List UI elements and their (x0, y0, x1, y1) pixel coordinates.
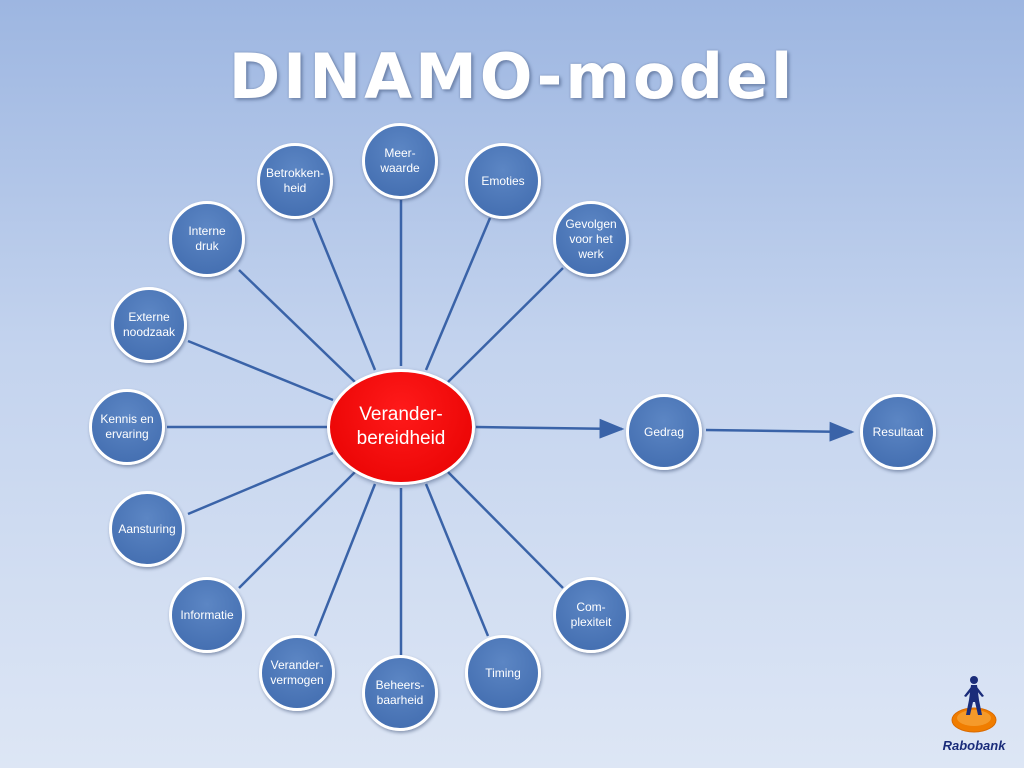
node-label: Beheers- baarheid (375, 678, 425, 707)
node-label: Resultaat (872, 424, 924, 439)
node-aansturing: Aansturing (109, 491, 185, 567)
node-timing: Timing (465, 635, 541, 711)
line-timing (424, 483, 490, 637)
node-externe-noodzaak: Externe noodzaak (111, 287, 187, 363)
rabobank-logo-icon (951, 676, 997, 733)
line-interne-druk (238, 269, 356, 383)
node-label: Com- plexiteit (570, 600, 612, 629)
node-label: Meer- waarde (380, 146, 420, 175)
rabobank-logo-text: Rabobank (942, 738, 1006, 753)
node-kennis: Kennis en ervaring (89, 389, 165, 465)
node-informatie: Informatie (169, 577, 245, 653)
line-emoties (424, 217, 492, 371)
node-label: Gedrag (643, 424, 685, 439)
node-label: Gevolgen voor het werk (565, 216, 617, 261)
node-verandervermogen: Verander- vermogen (259, 635, 335, 711)
node-complexiteit: Com- plexiteit (553, 577, 629, 653)
line-complexiteit (447, 471, 564, 589)
node-meerwaarde: Meer- waarde (362, 123, 438, 199)
line-informatie (238, 471, 356, 589)
node-emoties: Emoties (465, 143, 541, 219)
node-label: Externe noodzaak (122, 310, 176, 339)
node-label: Emoties (481, 173, 525, 188)
arrow-to-resultaat (705, 421, 855, 442)
node-resultaat: Resultaat (860, 394, 936, 470)
page-title: DINAMO-model (228, 40, 796, 113)
node-label: Kennis en ervaring (100, 412, 154, 441)
node-betrokkenheid: Betrokken- heid (257, 143, 333, 219)
line-aansturing (187, 451, 334, 516)
node-gedrag: Gedrag (626, 394, 702, 470)
node-label: Verander- vermogen (270, 658, 324, 687)
node-interne-druk: Interne druk (169, 201, 245, 277)
node-label: Betrokken- heid (265, 166, 325, 195)
arrow-to-gedrag (475, 418, 625, 439)
node-label: Interne druk (188, 224, 226, 253)
line-gevolgen (447, 267, 564, 383)
line-verandervermogen (313, 483, 377, 637)
node-gevolgen: Gevolgen voor het werk (553, 201, 629, 277)
node-label: Verander- bereidheid (356, 404, 446, 449)
line-betrokkenheid (311, 217, 377, 371)
node-veranderbereidheid: Verander- bereidheid (327, 369, 475, 485)
node-beheersbaarheid: Beheers- baarheid (362, 655, 438, 731)
node-label: Informatie (180, 607, 234, 622)
node-label: Timing (485, 665, 521, 680)
line-externe-noodzaak (187, 339, 334, 402)
node-label: Aansturing (118, 521, 176, 536)
